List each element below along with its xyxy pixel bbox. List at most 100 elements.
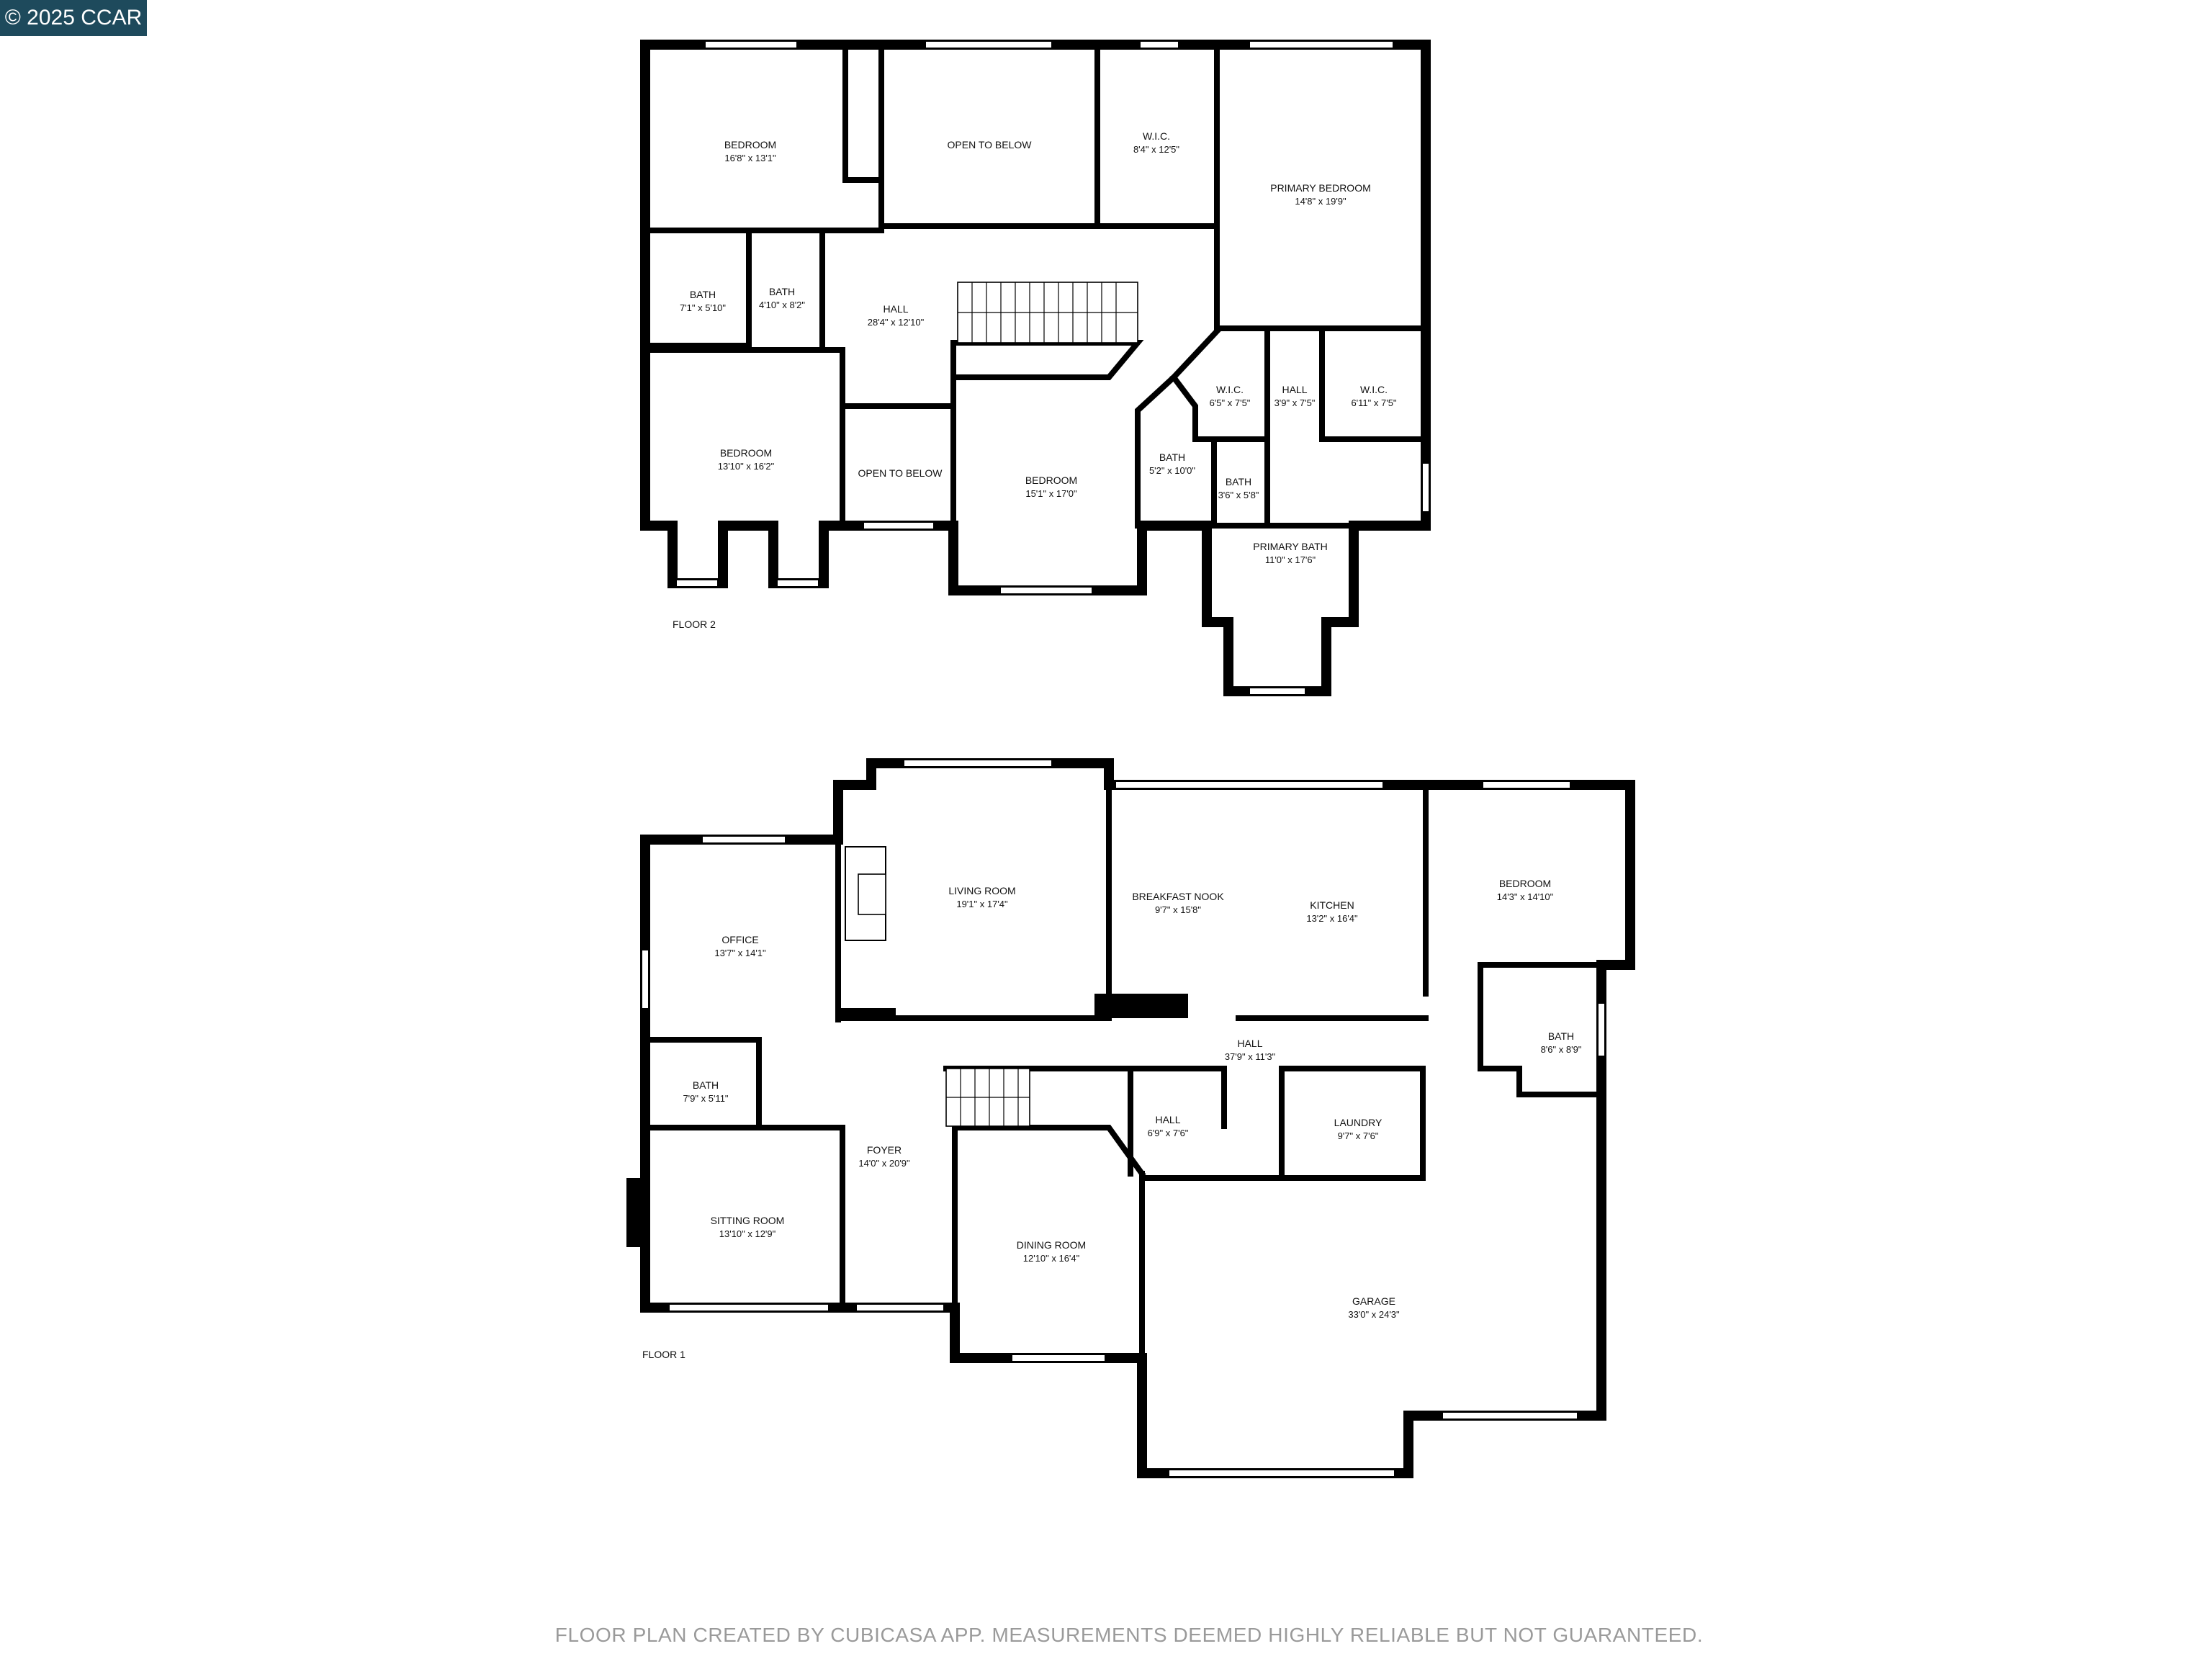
- floor-2-label: FLOOR 2: [673, 619, 716, 630]
- copyright-badge: © 2025 CCAR: [0, 0, 147, 36]
- room-garage: GARAGE 33'0" x 24'3": [1348, 1295, 1400, 1320]
- floor-1-outer-walls: [640, 758, 1635, 1478]
- svg-text:7'1" x 5'10": 7'1" x 5'10": [680, 302, 726, 313]
- room-foyer: FOYER 14'0" x 20'9": [858, 1144, 910, 1169]
- floor-1-stairs: [945, 1068, 1030, 1127]
- room-bath-3: BATH 5'2" x 10'0": [1149, 451, 1195, 476]
- svg-text:LAUNDRY: LAUNDRY: [1334, 1117, 1382, 1128]
- svg-text:28'4" x 12'10": 28'4" x 12'10": [868, 317, 925, 328]
- floor-2-interior-walls: [642, 42, 1429, 529]
- svg-text:14'8" x 19'9": 14'8" x 19'9": [1295, 196, 1346, 207]
- svg-text:FOYER: FOYER: [867, 1144, 902, 1156]
- svg-text:SITTING ROOM: SITTING ROOM: [711, 1215, 785, 1226]
- disclaimer-footer: FLOOR PLAN CREATED BY CUBICASA APP. MEAS…: [555, 1624, 1703, 1646]
- room-open-to-below-1: OPEN TO BELOW: [948, 139, 1033, 150]
- floor-1-plan: FLOOR 1 LIVING ROOM 19'1" x 17'4" OFFICE1…: [626, 758, 1635, 1478]
- fireplace-living-room: [845, 846, 886, 941]
- room-living-room: LIVING ROOM 19'1" x 17'4": [948, 885, 1015, 909]
- svg-text:OPEN TO BELOW: OPEN TO BELOW: [858, 467, 943, 479]
- svg-text:BEDROOM: BEDROOM: [724, 139, 776, 150]
- room-open-to-below-2: OPEN TO BELOW: [858, 467, 943, 479]
- room-dining-room: DINING ROOM 12'10" x 16'4": [1017, 1239, 1086, 1264]
- svg-text:8'4" x 12'5": 8'4" x 12'5": [1133, 144, 1179, 155]
- room-hall-upstairs: HALL 28'4" x 12'10": [868, 303, 925, 328]
- kitchen-counter-block: [1094, 994, 1188, 1018]
- svg-text:HALL: HALL: [883, 303, 908, 315]
- svg-text:3'9" x 7'5": 3'9" x 7'5": [1274, 397, 1316, 408]
- svg-text:6'5" x 7'5": 6'5" x 7'5": [1210, 397, 1251, 408]
- svg-text:W.I.C.: W.I.C.: [1216, 384, 1244, 395]
- svg-text:BEDROOM: BEDROOM: [1499, 878, 1551, 889]
- svg-text:PRIMARY BEDROOM: PRIMARY BEDROOM: [1270, 182, 1371, 194]
- svg-text:8'6" x 8'9": 8'6" x 8'9": [1541, 1044, 1582, 1055]
- svg-text:HALL: HALL: [1237, 1038, 1262, 1049]
- svg-text:GARAGE: GARAGE: [1352, 1295, 1395, 1307]
- svg-text:14'3" x 14'10": 14'3" x 14'10": [1497, 891, 1554, 902]
- svg-text:19'1" x 17'4": 19'1" x 17'4": [956, 899, 1008, 909]
- svg-text:6'11" x 7'5": 6'11" x 7'5": [1351, 397, 1396, 408]
- room-primary-bedroom: PRIMARY BEDROOM 14'8" x 19'9": [1270, 182, 1371, 207]
- room-bath-downstairs-1: BATH 8'6" x 8'9": [1541, 1030, 1582, 1055]
- svg-text:15'1" x 17'0": 15'1" x 17'0": [1025, 488, 1077, 499]
- room-laundry: LAUNDRY 9'7" x 7'6": [1334, 1117, 1382, 1141]
- svg-text:BREAKFAST NOOK: BREAKFAST NOOK: [1132, 891, 1224, 902]
- room-breakfast-nook: BREAKFAST NOOK 9'7" x 15'8": [1132, 891, 1224, 915]
- svg-text:9'7" x 7'6": 9'7" x 7'6": [1338, 1130, 1379, 1141]
- svg-text:W.I.C.: W.I.C.: [1143, 130, 1170, 142]
- room-hall-downstairs-small: HALL 6'9" x 7'6": [1148, 1114, 1189, 1138]
- room-wic-2: W.I.C. 6'5" x 7'5": [1210, 384, 1251, 408]
- svg-text:OPEN TO BELOW: OPEN TO BELOW: [948, 139, 1033, 150]
- floor-2-stairs: [957, 282, 1138, 343]
- floor-2-windows: [677, 42, 1429, 694]
- svg-text:BATH: BATH: [693, 1079, 719, 1091]
- room-bath-2: BATH 4'10" x 8'2": [759, 286, 805, 310]
- svg-text:11'0" x 17'6": 11'0" x 17'6": [1265, 554, 1316, 565]
- floor-1-label: FLOOR 1: [642, 1349, 685, 1360]
- svg-text:37'9" x 11'3": 37'9" x 11'3": [1225, 1051, 1276, 1062]
- floor-2-outer-walls: [640, 40, 1431, 696]
- svg-text:5'2" x 10'0": 5'2" x 10'0": [1149, 465, 1195, 476]
- svg-text:HALL: HALL: [1155, 1114, 1180, 1125]
- room-hall-main: HALL 37'9" x 11'3": [1225, 1038, 1276, 1062]
- svg-text:BATH: BATH: [1159, 451, 1185, 463]
- svg-text:13'10" x 16'2": 13'10" x 16'2": [718, 461, 775, 472]
- room-bath-1: BATH 7'1" x 5'10": [680, 289, 726, 313]
- svg-text:BATH: BATH: [690, 289, 716, 300]
- room-wic-3: W.I.C. 6'11" x 7'5": [1351, 384, 1396, 408]
- room-bath-4: BATH 3'6" x 5'8": [1218, 476, 1259, 500]
- fireplace-chimney: [626, 1178, 645, 1247]
- wall-block: [838, 1008, 896, 1020]
- svg-text:BATH: BATH: [769, 286, 795, 297]
- svg-text:W.I.C.: W.I.C.: [1360, 384, 1388, 395]
- room-bedroom-3: BEDROOM 15'1" x 17'0": [1025, 475, 1077, 499]
- svg-text:DINING ROOM: DINING ROOM: [1017, 1239, 1086, 1251]
- svg-text:BEDROOM: BEDROOM: [1025, 475, 1077, 486]
- svg-text:12'10" x 16'4": 12'10" x 16'4": [1023, 1253, 1080, 1264]
- svg-text:33'0" x 24'3": 33'0" x 24'3": [1348, 1309, 1400, 1320]
- room-bedroom-downstairs: BEDROOM 14'3" x 14'10": [1497, 878, 1554, 902]
- svg-text:LIVING ROOM: LIVING ROOM: [948, 885, 1015, 896]
- room-wic-1: W.I.C. 8'4" x 12'5": [1133, 130, 1179, 155]
- svg-text:BATH: BATH: [1226, 476, 1251, 487]
- svg-text:14'0" x 20'9": 14'0" x 20'9": [858, 1158, 910, 1169]
- svg-text:13'2" x 16'4": 13'2" x 16'4": [1306, 913, 1358, 924]
- svg-text:7'9" x 5'11": 7'9" x 5'11": [683, 1093, 728, 1104]
- svg-text:4'10" x 8'2": 4'10" x 8'2": [759, 300, 805, 310]
- svg-text:BATH: BATH: [1548, 1030, 1574, 1042]
- svg-text:3'6" x 5'8": 3'6" x 5'8": [1218, 490, 1259, 500]
- floor-1-windows: [642, 760, 1604, 1476]
- svg-text:13'7" x 14'1": 13'7" x 14'1": [714, 948, 766, 958]
- svg-text:6'9" x 7'6": 6'9" x 7'6": [1148, 1128, 1189, 1138]
- svg-text:KITCHEN: KITCHEN: [1310, 899, 1354, 911]
- room-kitchen: KITCHEN 13'2" x 16'4": [1306, 899, 1358, 924]
- svg-text:9'7" x 15'8": 9'7" x 15'8": [1155, 904, 1201, 915]
- room-bath-downstairs-2: BATH 7'9" x 5'11": [683, 1079, 728, 1104]
